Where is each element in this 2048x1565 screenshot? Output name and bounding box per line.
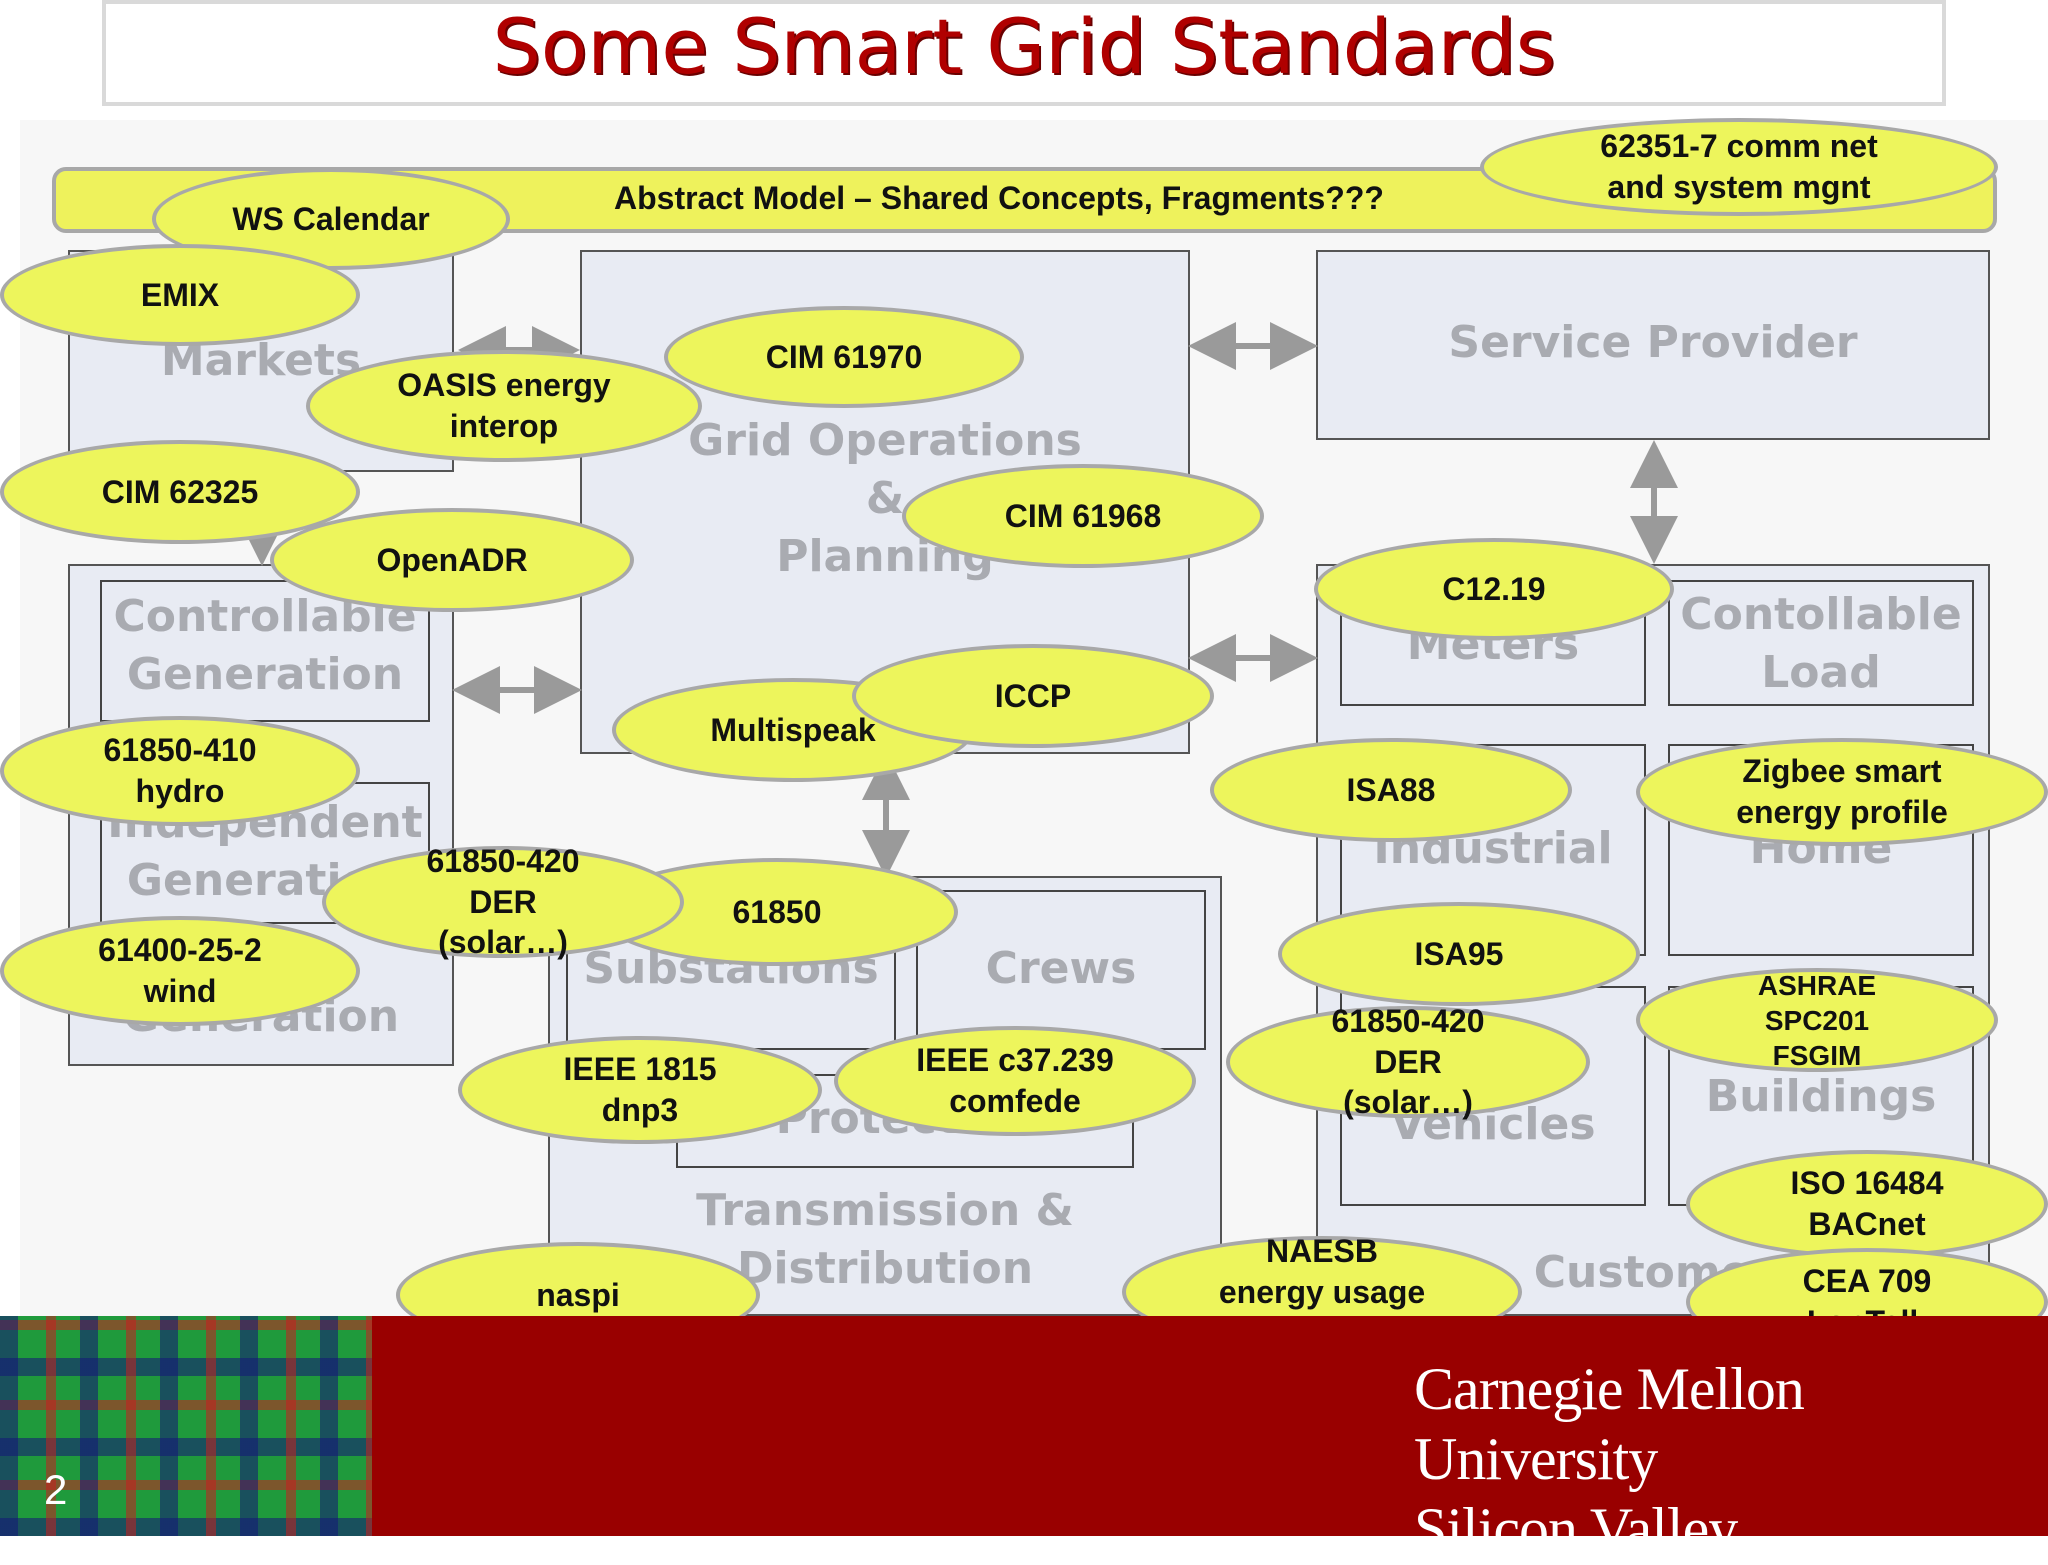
standard-61850-410: 61850-410 hydro [0,716,360,826]
standard-iso-16484: ISO 16484 BACnet [1686,1150,2048,1258]
standard-cim-62325: CIM 62325 [0,440,360,544]
standard-61850-420-generation: 61850-420 DER (solar…) [322,843,684,960]
grid-operations-label: Grid Operations & Planning [688,415,1082,583]
standard-c12-19: C12.19 [1314,538,1674,640]
standard-oasis: OASIS energy interop [306,350,702,462]
controllable-load-label: Contollable Load [1680,589,1962,699]
standard-isa95: ISA95 [1278,902,1640,1006]
standard-emix: EMIX [0,244,360,346]
transmission-distribution-label: Transmission & Distribution [696,1185,1074,1295]
standard-ieee-c37-239: IEEE c37.239 comfede [834,1026,1196,1136]
standard-61400-25-2: 61400-25-2 wind [0,916,360,1026]
standard-62351: 62351-7 comm net and system mgnt [1480,118,1998,216]
standard-zigbee: Zigbee smart energy profile [1636,738,2048,846]
standard-isa88: ISA88 [1210,738,1572,842]
standard-61850-420-customer: 61850-420 DER (solar…) [1226,1003,1590,1120]
service-provider-domain [1316,250,1990,440]
service-provider-label: Service Provider [1448,317,1858,368]
crews-label: Crews [985,943,1137,994]
standard-cim-61968: CIM 61968 [902,464,1264,568]
abstract-model-label: Abstract Model – Shared Concepts, Fragme… [614,180,1384,216]
slide-number: 2 [44,1466,68,1513]
standard-iccp: ICCP [852,644,1214,748]
standard-ashrae: ASHRAE SPC201 FSGIM [1636,968,1998,1072]
title-box [102,0,1946,106]
cmu-logo: Carnegie Mellon University Silicon Valle… [1414,1356,1805,1563]
standard-openadr: OpenADR [270,508,634,612]
controllable-generation-box [100,580,430,722]
standard-cim-61970: CIM 61970 [664,306,1024,408]
standard-ieee-1815: IEEE 1815 dnp3 [458,1036,822,1144]
buildings-label: Buildings [1705,1071,1937,1122]
slide-title: Some Smart Grid Standards [492,2,1556,91]
controllable-load-box [1668,580,1974,706]
tartan-pattern [0,1316,372,1536]
